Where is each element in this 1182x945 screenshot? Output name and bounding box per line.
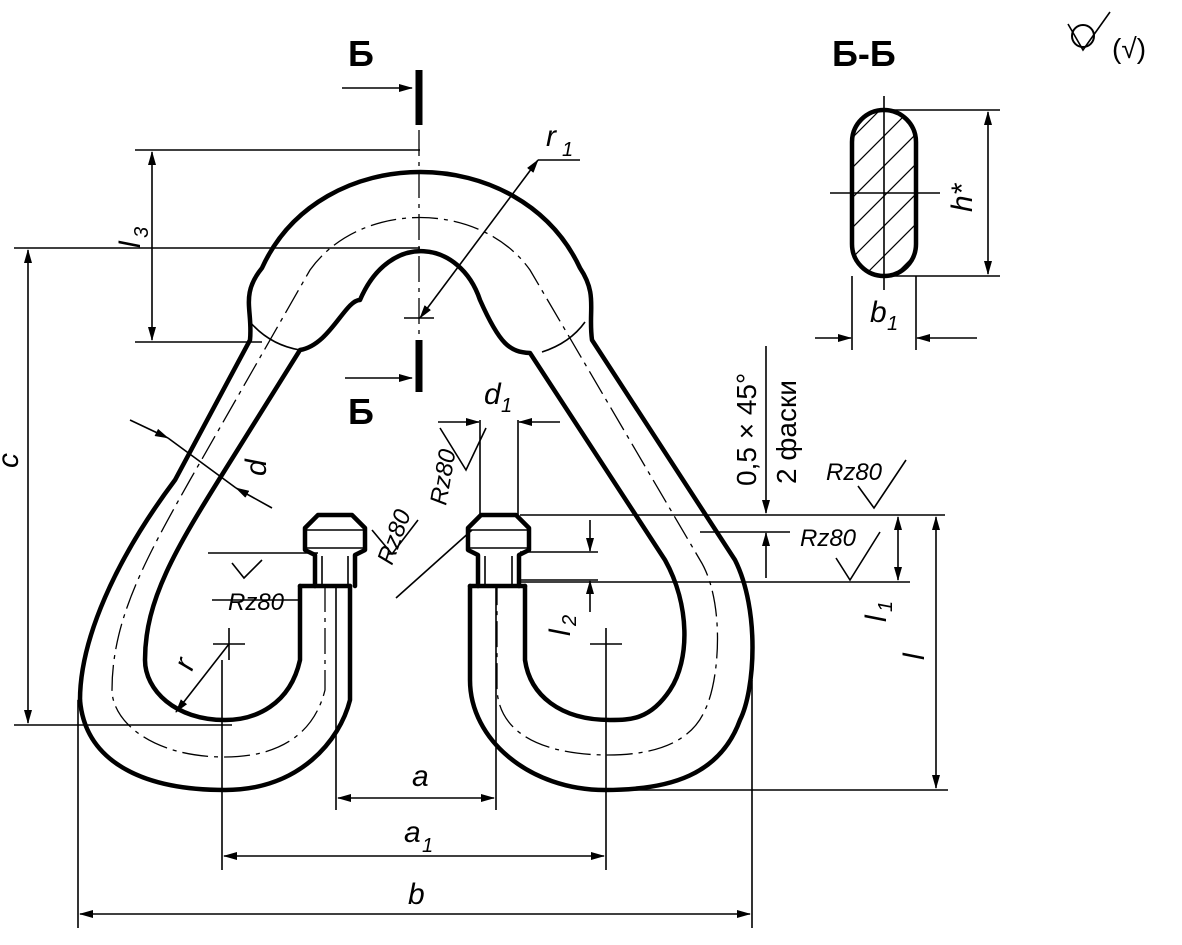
link-inner-contour bbox=[142, 248, 687, 723]
svg-text:l: l bbox=[114, 240, 147, 248]
link-outer-contour bbox=[77, 169, 755, 793]
svg-text:1: 1 bbox=[887, 313, 898, 335]
svg-text:d: d bbox=[484, 378, 502, 411]
roughness-marks: Rz80 Rz80 Rz80 Rz80 Rz80 bbox=[208, 427, 907, 616]
dim-a1: a 1 bbox=[221, 660, 607, 870]
section-cut-marker: Б Б bbox=[342, 33, 423, 432]
svg-text:d: d bbox=[240, 458, 273, 476]
dim-b: b bbox=[77, 680, 753, 928]
chamfer-size: 0,5 × 45° bbox=[731, 373, 762, 486]
svg-text:c: c bbox=[0, 453, 25, 468]
link-body bbox=[77, 130, 755, 793]
section-mark-top: Б bbox=[348, 33, 374, 74]
svg-text:l: l bbox=[544, 628, 577, 636]
svg-text:r: r bbox=[546, 120, 557, 153]
right-thread-end bbox=[465, 512, 532, 589]
chamfer-count: 2 фаски bbox=[771, 380, 802, 484]
dim-c: c bbox=[0, 247, 420, 726]
svg-text:3: 3 bbox=[131, 227, 153, 238]
section-mark-bottom: Б bbox=[348, 391, 374, 432]
dim-r1: r 1 bbox=[419, 120, 580, 319]
dim-b1-label: b bbox=[870, 296, 887, 329]
dim-h-label: h* bbox=[946, 182, 979, 212]
svg-text:l: l bbox=[860, 614, 893, 622]
left-shoulder-arc bbox=[249, 321, 301, 351]
right-shoulder-arc bbox=[541, 321, 586, 353]
dim-l1: l 1 bbox=[520, 514, 945, 622]
svg-text:r: r bbox=[168, 653, 203, 675]
left-thread-end bbox=[302, 512, 368, 589]
svg-text:1: 1 bbox=[875, 601, 897, 612]
link-left-end-outer bbox=[77, 583, 353, 793]
svg-text:l: l bbox=[898, 652, 931, 660]
svg-text:1: 1 bbox=[501, 395, 512, 417]
dim-d1: d 1 bbox=[438, 378, 560, 515]
general-roughness: (√) bbox=[1067, 11, 1146, 64]
svg-text:2: 2 bbox=[559, 615, 581, 627]
svg-text:a: a bbox=[404, 816, 421, 849]
link-centreline bbox=[111, 216, 719, 758]
roughness-paren: (√) bbox=[1112, 33, 1146, 64]
chamfer-note: 0,5 × 45° 2 фаски bbox=[700, 346, 802, 578]
section-view-title: Б-Б bbox=[832, 33, 896, 74]
section-view: Б-Б h* b 1 bbox=[815, 33, 1000, 350]
dim-a: a bbox=[335, 586, 497, 810]
dim-r: r bbox=[168, 643, 230, 713]
dim-l3: l 3 bbox=[114, 149, 420, 343]
dim-l: l bbox=[605, 516, 948, 791]
svg-text:1: 1 bbox=[562, 139, 573, 161]
svg-text:1: 1 bbox=[422, 835, 433, 857]
rz-label-2: Rz80 bbox=[372, 506, 417, 568]
rz-label-4: Rz80 bbox=[826, 459, 883, 486]
rz-label-3: Rz80 bbox=[425, 447, 461, 508]
svg-text:a: a bbox=[412, 760, 429, 793]
rz-label-1: Rz80 bbox=[228, 589, 285, 616]
svg-text:b: b bbox=[408, 878, 425, 911]
dim-d: d bbox=[129, 419, 273, 509]
dim-l2: l 2 bbox=[520, 520, 598, 636]
rz-label-5: Rz80 bbox=[800, 525, 857, 552]
